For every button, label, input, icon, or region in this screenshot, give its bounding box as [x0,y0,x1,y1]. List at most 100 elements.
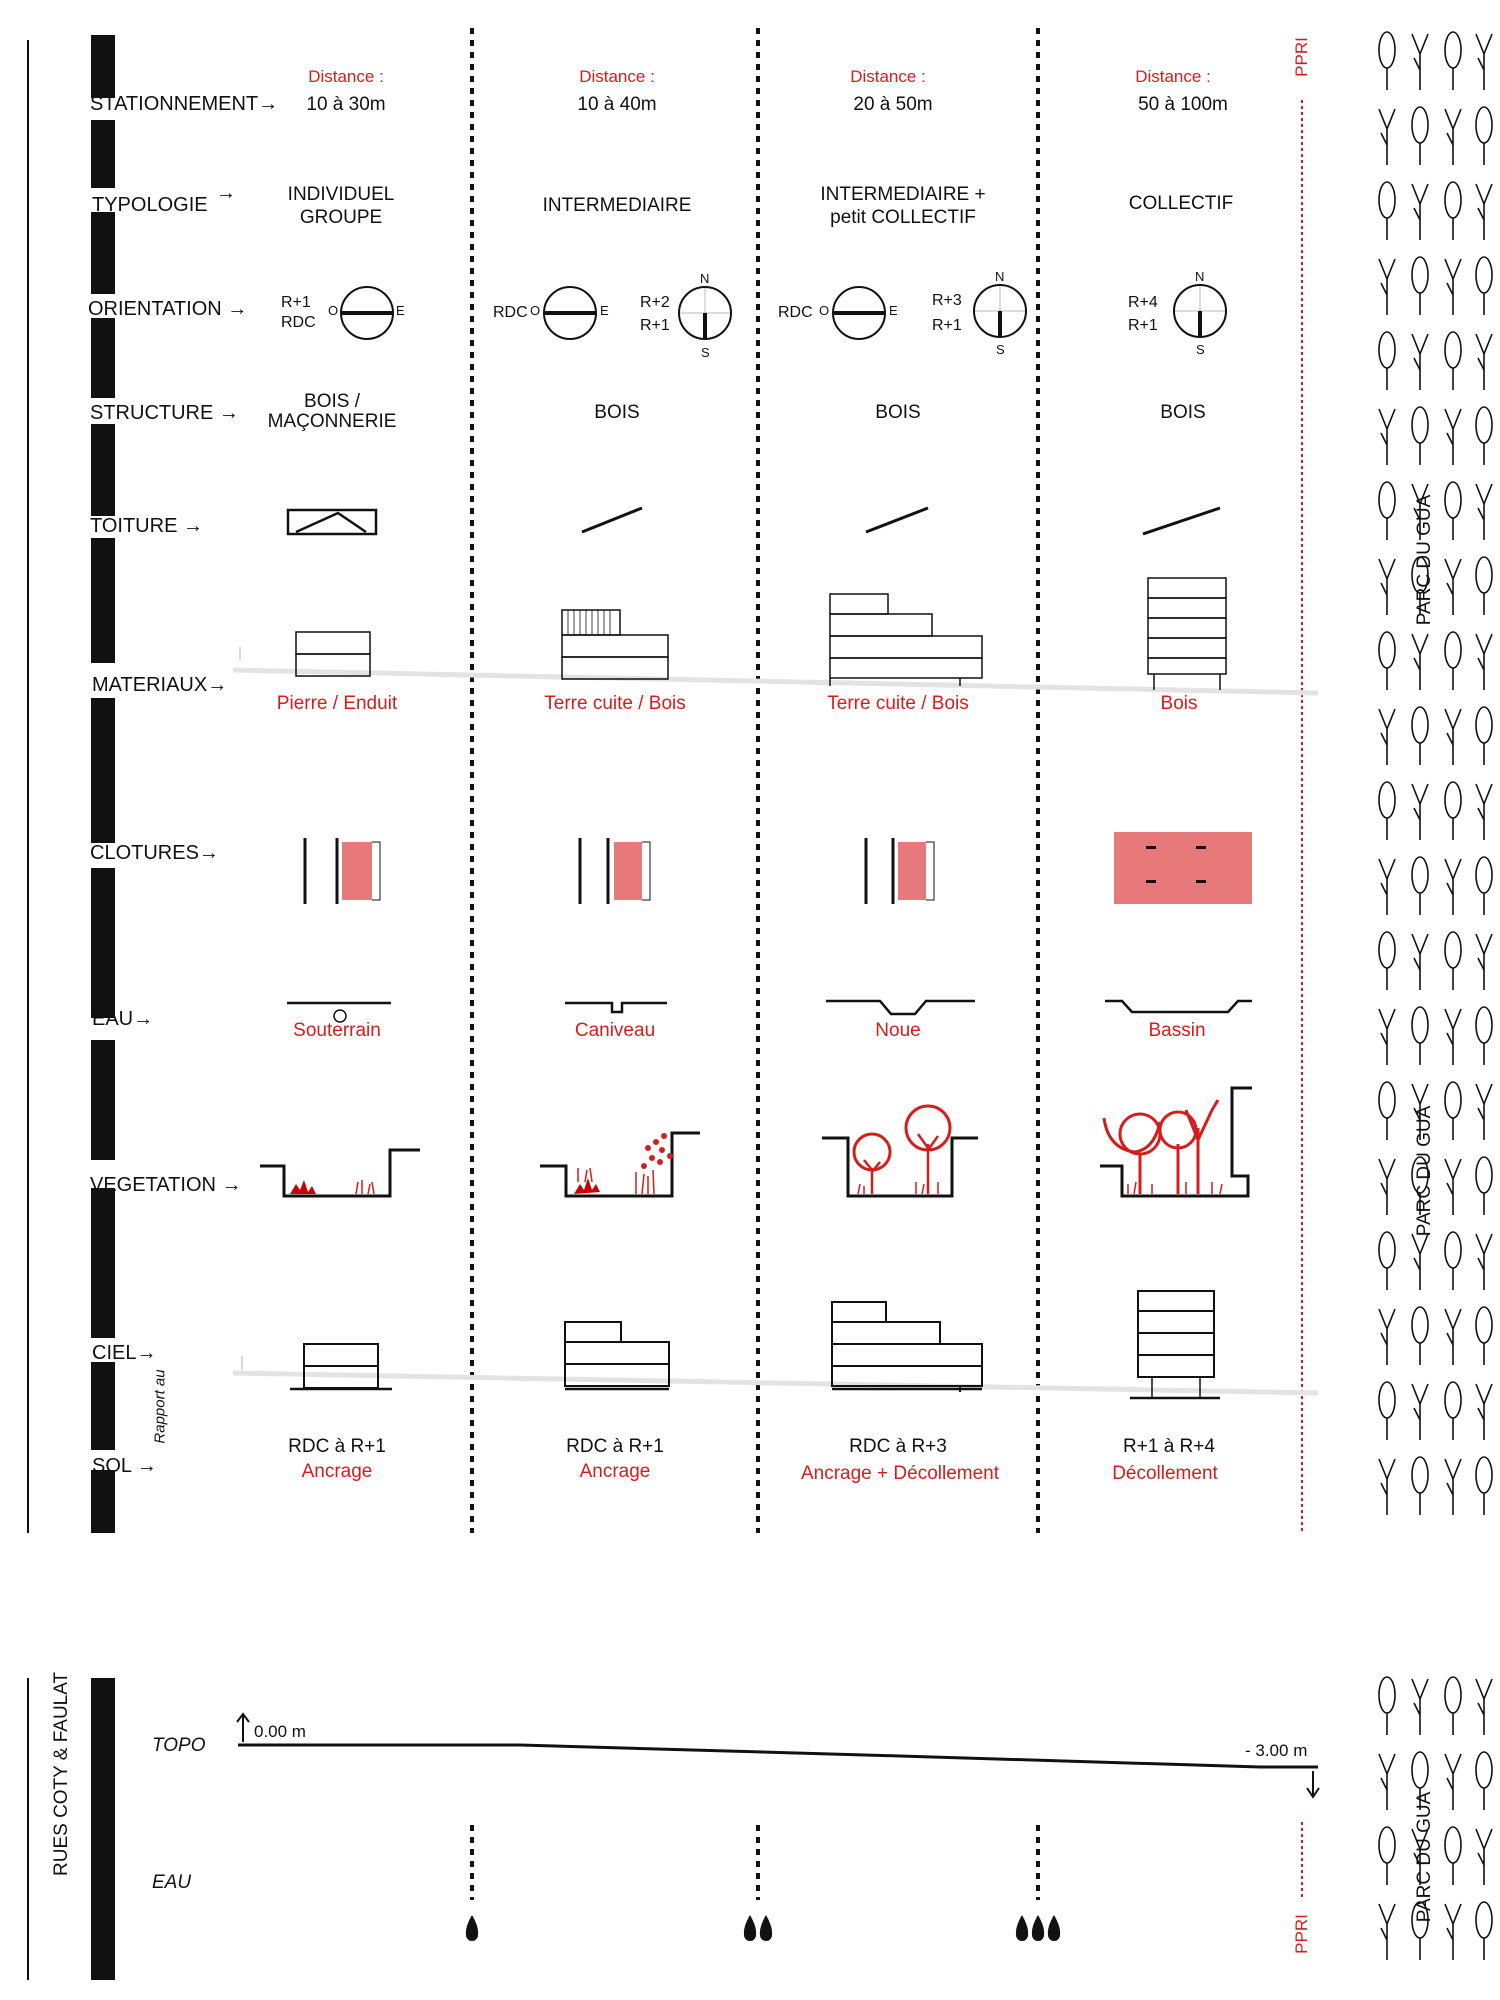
topo-up-arrow-head [236,1712,250,1723]
tree-icon [1444,481,1462,540]
tree-icon [1378,858,1396,915]
tree-icon [1378,408,1396,465]
tree-icon [1444,1676,1462,1735]
col4-roof-icon [1142,506,1221,536]
col4-water-icon [1105,999,1252,1014]
tree-icon [1411,1828,1429,1885]
ground-line-2 [232,1370,1319,1396]
row-label-stationnement: STATIONNEMENT→ [90,93,279,115]
col2-compass-n: N [700,271,710,286]
tree-icon [1444,181,1462,240]
col3-eau: Noue [875,1020,921,1041]
col1-building-icon [239,631,371,677]
row-label-ciel: CIEL→ [92,1342,157,1364]
col3-orient-bottom: R+1 [932,317,962,334]
col1-structure-2: MAÇONNERIE [267,411,397,432]
tree-icon [1411,783,1429,840]
col3-compass-e: E [889,303,898,318]
tree-icon [1444,858,1462,915]
col4-sol-height: R+1 à R+4 [1123,1436,1215,1457]
col1-compass-e: E [396,303,405,318]
col4-orient-top: R+4 [1128,294,1158,311]
tree-icon [1475,1306,1493,1365]
row-label-eau: EAU→ [92,1008,154,1030]
col1-orient-top: R+1 [281,294,311,311]
tree-icon [1411,1383,1429,1440]
tree-icon [1475,933,1493,990]
raindrop-icon [1015,1915,1029,1941]
tree-icon [1378,558,1396,615]
tree-icon [1475,1901,1493,1960]
col1-materiaux: Pierre / Enduit [276,693,398,714]
col2-sol-mode: Ancrage [579,1461,651,1482]
tree-icon [1475,256,1493,315]
tree-icon [1411,406,1429,465]
col2-eau: Caniveau [574,1020,656,1041]
topo-label: TOPO [152,1735,206,1756]
col3-distance-label: Distance : [850,67,926,86]
row-label-orientation: ORIENTATION → [88,298,248,320]
tree-icon [1378,258,1396,315]
col4-distance: 50 à 100m [1138,94,1228,115]
col2-compass-ns-icon [678,286,732,340]
col1-water-icon [287,1001,391,1023]
col3-compass-ns-icon [973,284,1027,338]
tree-icon [1411,856,1429,915]
col2-compass-e: E [600,303,609,318]
tree-icon [1378,1231,1396,1290]
col1-distance-label: Distance : [308,67,384,86]
tree-icon [1378,481,1396,540]
tree-icon [1444,408,1462,465]
col1-orient-bottom: RDC [281,314,316,331]
tree-icon [1411,333,1429,390]
col3-sol-height: RDC à R+3 [849,1436,947,1457]
col2-orient-top: R+2 [640,294,670,311]
tree-icon [1411,933,1429,990]
col1-sky-building-icon [241,1343,392,1391]
tree-icon [1378,331,1396,390]
col1-eau: Souterrain [293,1020,381,1041]
tree-icon [1378,631,1396,690]
tree-icon [1444,331,1462,390]
col1-roof-icon [286,508,378,536]
col4-vegetation-icon [1100,1086,1252,1198]
col1-sol-mode: Ancrage [301,1461,373,1482]
tree-icon [1475,33,1493,90]
tree-icon [1475,106,1493,165]
tree-icon [1378,31,1396,90]
tree-icon [1411,1751,1429,1810]
col1-compass-icon [340,286,394,340]
tree-icon [1475,1383,1493,1440]
arrow-icon: → [216,182,236,204]
row-label-structure: STRUCTURE → [90,402,239,424]
col2-vegetation-icon [540,1131,700,1198]
tree-icon [1444,1753,1462,1810]
col4-fence-icon [1114,832,1252,904]
tree-icon [1475,1233,1493,1290]
col2-sol-height: RDC à R+1 [566,1436,664,1457]
row-label-materiaux: MATERIAUX→ [92,674,228,696]
tree-icon [1411,1678,1429,1735]
tree-icon [1475,1456,1493,1515]
topo-start-value: 0.00 m [254,1722,306,1741]
col2-distance-label: Distance : [579,67,655,86]
col3-orient-left: RDC [778,304,813,321]
col1-fence-icon [303,838,381,904]
col2-distance: 10 à 40m [577,94,657,115]
col4-sky-building-icon [1130,1290,1220,1400]
tree-icon [1378,1826,1396,1885]
tree-icon [1411,483,1429,540]
tree-icon [1378,1081,1396,1140]
tree-icon [1411,633,1429,690]
col1-distance: 10 à 30m [306,94,386,115]
raindrop-icon [759,1915,773,1941]
tree-icon [1475,1083,1493,1140]
col1-typologie-1: INDIVIDUEL [287,184,395,205]
col2-building-icon [561,609,669,680]
col1-vegetation-icon [260,1148,420,1198]
topo-line [238,1743,1318,1769]
tree-icon [1444,1081,1462,1140]
tree-icon [1378,181,1396,240]
tree-icon [1378,708,1396,765]
